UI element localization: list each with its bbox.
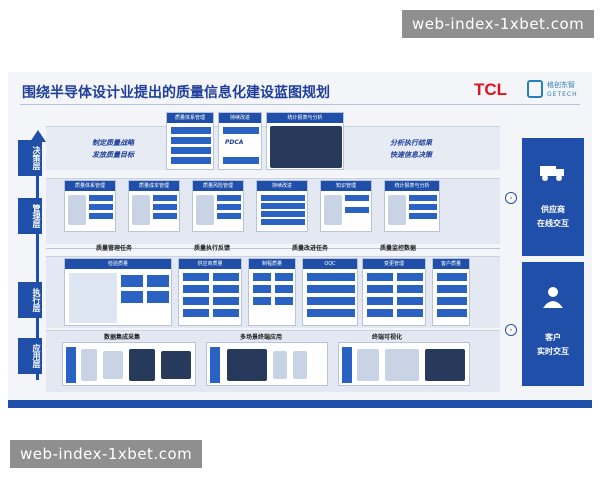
- mgmt-box-2-title: 质量成本管理: [129, 181, 179, 191]
- decision-box-quality-system: 质量体系管理: [166, 112, 214, 170]
- app-box-visualization: [338, 342, 470, 386]
- device-meter-icon: [129, 349, 155, 381]
- supplier-panel-subtitle: 在线交互: [537, 219, 569, 228]
- app-section-terminal: 多场景终端应用: [240, 334, 283, 341]
- decision-box-statistics: 统计报表与分析: [266, 112, 344, 170]
- truck-icon: [540, 164, 566, 182]
- link-improvement-tasks: 质量改进任务: [292, 245, 329, 252]
- device-tablet-icon: [227, 349, 267, 381]
- customer-panel: 客户 实时交互: [522, 262, 584, 386]
- customer-panel-title: 客户: [545, 333, 561, 342]
- device-microscope-icon: [103, 351, 123, 379]
- pdca-label: PDCA: [225, 139, 244, 146]
- link-row-divider: [46, 248, 500, 249]
- exec-box-oqc: OQC: [302, 258, 358, 326]
- decision-left-text-1: 制定质量战略: [92, 139, 134, 147]
- supplier-panel-title: 供应商: [541, 205, 565, 214]
- decision-right-text-1: 分析执行结果: [390, 139, 432, 147]
- app-section-visualization: 终端可视化: [372, 334, 403, 341]
- page-title: 围绕半导体设计业提出的质量信息化建设蓝图规划: [22, 85, 330, 101]
- tcl-logo: TCL: [474, 80, 508, 99]
- decision-box-continuous-improvement: 持续改进 PDCA: [218, 112, 262, 170]
- app-box-terminal: [206, 342, 328, 386]
- device-phone-icon: [273, 351, 287, 379]
- device-laptop-icon: [161, 351, 191, 379]
- mgmt-box-quality-risk: 质量风险管理: [192, 180, 244, 232]
- exec-box-3-title: 制程质量: [249, 259, 295, 269]
- decision-right-text-2: 快速信息决策: [390, 151, 432, 159]
- title-divider: [20, 104, 580, 105]
- watermark-top: web-index-1xbet.com: [402, 10, 595, 38]
- link-quality-feedback: 质量执行反馈: [194, 245, 231, 252]
- exec-box-1-title: 检验质量: [65, 259, 171, 269]
- getech-logo-icon: [527, 80, 543, 98]
- exec-box-6-title: 客户质量: [433, 259, 469, 269]
- axis-arrow-icon: [30, 130, 46, 142]
- customer-panel-subtitle: 实时交互: [537, 347, 569, 356]
- layer-label-decision: 决策层: [18, 140, 42, 176]
- mgmt-box-statistics: 统计报表与分析: [384, 180, 440, 232]
- chart-thumbnail-1: [357, 349, 379, 381]
- customer-link-chevron-icon: ›: [505, 324, 517, 336]
- customer-icon: [540, 286, 566, 308]
- mgmt-box-quality-system: 质量体系管理: [64, 180, 116, 232]
- dashboard-screen-thumbnail: [270, 126, 342, 168]
- getech-logo-en: GETECH: [547, 91, 578, 98]
- link-quality-tasks: 质量管理任务: [96, 245, 133, 252]
- chart-thumbnail-2: [385, 349, 419, 381]
- mgmt-box-6-title: 统计报表与分析: [385, 181, 439, 191]
- exec-box-change: 变更管理: [362, 258, 426, 326]
- layer-label-management: 管理层: [18, 198, 42, 234]
- layer-label-execution: 执行层: [18, 282, 42, 318]
- exec-box-2-title: 供应商质量: [179, 259, 241, 269]
- axis-line: [36, 140, 39, 380]
- supplier-panel: 供应商 在线交互: [522, 138, 584, 256]
- exec-box-supplier: 供应商质量: [178, 258, 242, 326]
- watermark-bottom: web-index-1xbet.com: [10, 440, 203, 468]
- mgmt-box-5-title: 知识管理: [321, 181, 371, 191]
- decision-box-quality-system-title: 质量体系管理: [167, 113, 213, 123]
- exec-box-5-title: 变更管理: [363, 259, 425, 269]
- app-box-data-collection: [62, 342, 196, 386]
- app-section-data-collection: 数据集成采集: [104, 334, 141, 341]
- decision-box-continuous-improvement-title: 持续改进: [219, 113, 261, 123]
- bottom-accent-bar: [8, 400, 592, 408]
- decision-box-statistics-title: 统计报表与分析: [267, 113, 343, 123]
- mgmt-box-knowledge: 知识管理: [320, 180, 372, 232]
- decision-left-text-2: 发放质量目标: [92, 151, 134, 159]
- mgmt-box-continuous-improvement: 持续改进: [256, 180, 308, 232]
- exec-box-process: 制程质量: [248, 258, 296, 326]
- exec-box-4-title: OQC: [303, 259, 357, 269]
- layer-label-application: 应用层: [18, 338, 42, 374]
- mgmt-box-4-title: 持续改进: [257, 181, 307, 191]
- link-monitoring-data: 质量监控数据: [380, 245, 417, 252]
- mgmt-box-1-title: 质量体系管理: [65, 181, 115, 191]
- exec-box-customer: 客户质量: [432, 258, 470, 326]
- getech-logo-cn: 格创东智: [547, 81, 575, 89]
- device-scanner-icon: [293, 351, 307, 379]
- device-caliper-icon: [81, 349, 97, 381]
- exec-box-inspection: 检验质量: [64, 258, 172, 326]
- supplier-link-chevron-icon: ›: [505, 192, 517, 204]
- mgmt-box-3-title: 质量风险管理: [193, 181, 243, 191]
- monitor-thumbnail: [425, 349, 465, 381]
- mgmt-box-quality-cost: 质量成本管理: [128, 180, 180, 232]
